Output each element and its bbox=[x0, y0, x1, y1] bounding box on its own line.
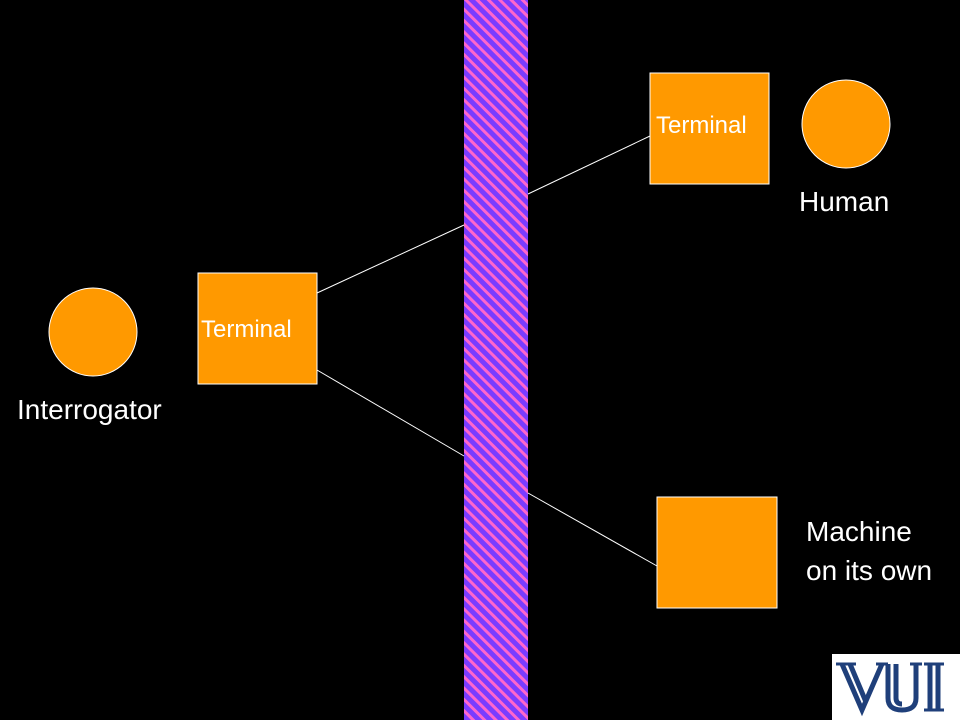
human-terminal-box bbox=[649, 72, 770, 185]
human-node bbox=[801, 79, 891, 169]
connector-lower-left bbox=[316, 369, 465, 457]
machine-box bbox=[656, 496, 778, 609]
machine-label-line2: on its own bbox=[806, 555, 933, 586]
interrogator-node bbox=[48, 287, 138, 377]
machine-label-line1: Machine bbox=[806, 516, 912, 547]
human-label: Human bbox=[799, 186, 890, 217]
connector-upper-right bbox=[527, 135, 651, 195]
human-terminal-label: Terminal bbox=[656, 112, 747, 139]
vu-logo-icon bbox=[832, 654, 960, 720]
interrogator-terminal-label: Terminal bbox=[201, 316, 292, 343]
connector-lower-right bbox=[527, 492, 658, 567]
connector-upper-left bbox=[316, 224, 465, 294]
interrogator-label: Interrogator bbox=[17, 394, 162, 425]
barrier-wall bbox=[464, 0, 528, 720]
interrogator-terminal-box bbox=[197, 272, 318, 385]
